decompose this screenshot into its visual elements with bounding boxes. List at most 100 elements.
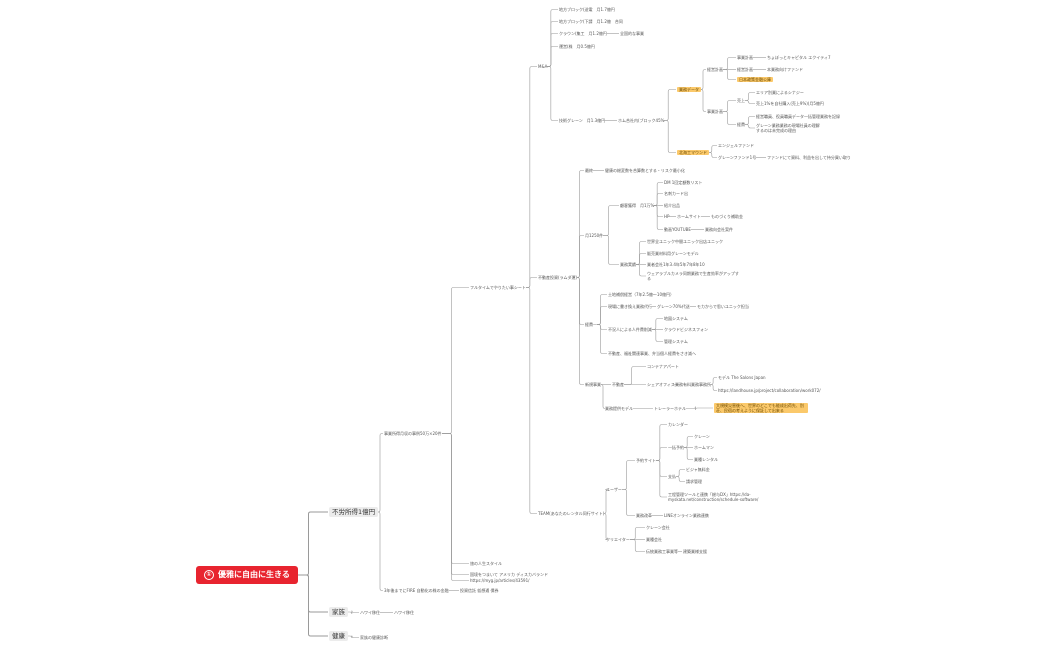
map-node[interactable]: 管理システム <box>664 338 688 344</box>
map-node[interactable]: 経費 <box>737 121 745 127</box>
map-node[interactable]: 業務データ <box>677 86 701 92</box>
map-node[interactable]: 伝統業務工事業等 <box>646 548 678 554</box>
connector-line <box>377 511 383 591</box>
map-node[interactable]: 業務向会社案件 <box>705 226 733 232</box>
map-node[interactable]: クレーン会社 <box>646 524 670 530</box>
map-node[interactable]: 家族の健康診断 <box>360 634 388 640</box>
map-node[interactable]: 地方ブロック(下請 月1.2億 合同 <box>559 18 623 24</box>
map-node[interactable]: 動画YOUTUBE <box>664 226 691 232</box>
map-node[interactable]: https://landhouse.jp/project/collaborati… <box>718 387 821 393</box>
map-node[interactable]: 請求管理 <box>686 478 702 484</box>
map-node[interactable]: 不況人による人件費削減 <box>608 326 652 332</box>
map-node[interactable]: 建築業様支援 <box>683 548 707 554</box>
map-node[interactable]: 運営(株 月0.5億円 <box>559 43 595 49</box>
map-node[interactable]: 国境をつまいて アメリカ ディスカバランド <box>470 571 548 577</box>
map-node[interactable]: DM 1回定額数リスト <box>664 179 703 185</box>
map-node[interactable]: ちょぼっとキャピタル エクイティ7 <box>767 54 831 60</box>
map-node[interactable]: ウェアラブルカメラ同期業務で生産効率がアップする <box>647 271 739 281</box>
map-node[interactable]: 販売業材料用グレーンモデル <box>647 250 699 256</box>
map-node[interactable]: HP <box>664 213 670 219</box>
map-node[interactable]: 紹介出品 <box>664 202 680 208</box>
connector-line <box>442 433 469 581</box>
map-node[interactable]: 技術グレーン 月1.3億円 <box>559 117 606 123</box>
map-node[interactable]: モカからで思いユニック担当 <box>697 303 749 309</box>
map-node[interactable]: 業務提供モデル <box>605 405 633 411</box>
map-node[interactable]: シェアオフィス <box>647 381 675 387</box>
map-node[interactable]: 一括予約 <box>668 444 684 450</box>
map-node[interactable]: M&A <box>538 63 548 69</box>
map-node[interactable]: 新規事業 <box>585 381 601 387</box>
map-node[interactable]: 事業計画 <box>737 54 753 60</box>
map-node[interactable]: トレーラーホテル <box>654 405 686 411</box>
map-node[interactable]: 業務実績 <box>620 261 636 267</box>
map-node[interactable]: 業種会社 <box>646 536 662 542</box>
map-node[interactable]: 予約サイト <box>636 457 656 463</box>
map-node[interactable]: TEAM(あなたのレンタル同行サイト) <box>538 510 605 516</box>
map-node[interactable]: 名刺カード出 <box>664 190 688 196</box>
map-node[interactable]: 本業務向けファンド <box>767 66 803 72</box>
map-node[interactable]: LINEオンライン業務連携 <box>664 512 709 518</box>
branch-node[interactable]: 家族 <box>329 607 348 617</box>
map-node[interactable]: 日本政策金融公庫 <box>737 76 773 82</box>
map-node[interactable]: ホームサイト <box>677 213 701 219</box>
map-node[interactable]: 健康の総変数を合算数とする・リスク最小化 <box>605 167 685 173</box>
map-node[interactable]: 土地補償経営（7年2.5億～10億円） <box>608 291 674 297</box>
map-node[interactable]: グレーン70%代送 <box>657 303 690 309</box>
map-node[interactable]: 不動産、福祉関連事業、弁当個人経費をさき減へ <box>608 350 696 356</box>
map-node[interactable]: 経営計画 <box>707 66 723 72</box>
map-node[interactable]: 大規模災害後へ、世界のどこでも能成出荷先、別荘、民宿の考えように保証して出来る <box>714 403 808 413</box>
map-node[interactable]: 月1250件 <box>585 232 604 238</box>
map-node[interactable]: グレーンファンド1号 <box>718 154 757 160</box>
map-node[interactable]: ファンドにて資料、利益を出して持分買い取り <box>767 154 851 160</box>
map-node[interactable]: ホームマン <box>694 444 714 450</box>
map-node[interactable]: 投資信託 仮想通 債券 <box>460 587 499 593</box>
map-node[interactable]: クラウン(集工 月1.2億円 <box>559 30 607 36</box>
map-node[interactable]: 経費一 <box>585 321 597 327</box>
map-node[interactable]: 経営職員、役員職員データ一括管理業務を記録 <box>756 113 840 119</box>
map-node[interactable]: フルタイムでやりたい事シート <box>470 284 526 290</box>
map-node[interactable]: 業務改革 <box>636 512 652 518</box>
map-node[interactable]: クレーン <box>694 433 710 439</box>
map-node[interactable]: ユーザー <box>606 486 622 492</box>
map-node[interactable]: クリエイター <box>606 536 630 542</box>
map-node[interactable]: 現場に書き換え業務代行 <box>608 303 652 309</box>
map-node[interactable]: 工程管理ツールと連携「総与DX」https://da-myskata.net/c… <box>668 492 759 502</box>
map-node[interactable]: 3年後までにFIRE 自動化の株の金融 <box>384 587 449 593</box>
map-node[interactable]: グレーン業務業務の現場社員の理解するのは未完成の理由 <box>756 123 820 133</box>
map-node[interactable]: 世界全ユニック中間ユニック出店ユニック <box>647 238 723 244</box>
map-node[interactable]: 北海工マウンド <box>677 149 709 155</box>
map-node[interactable]: クラウドビジネスフォン <box>664 326 708 332</box>
map-node[interactable]: 業種レンタル <box>694 456 718 462</box>
map-node[interactable]: 最終 <box>585 167 593 173</box>
map-node[interactable]: 業者会社1年3.4年5年7年8年10 <box>647 261 705 267</box>
map-node[interactable]: ハワイ移住 <box>394 609 414 615</box>
map-node[interactable]: 事業所得月収の事例50万×20件 <box>384 430 442 436</box>
map-node[interactable]: 顧客獲得 月1万% <box>620 202 655 208</box>
map-node[interactable]: ハワイ移住 <box>360 609 380 615</box>
branch-node[interactable]: 健康 <box>329 631 348 641</box>
map-node[interactable]: 支払 <box>668 473 676 479</box>
branch-node[interactable]: 不労所得1億円 <box>329 507 379 517</box>
map-node[interactable]: カレンダー <box>668 421 688 427</box>
map-node[interactable]: エンジェルファンド <box>718 142 754 148</box>
map-node[interactable]: 地方ブロック(送電 月1.7億円 <box>559 6 615 12</box>
map-node[interactable]: コンテナアパート <box>647 363 679 369</box>
connector-line <box>603 489 609 514</box>
map-node[interactable]: ビジャ無料金 <box>686 466 710 472</box>
map-node[interactable]: 業務有料業務事務所 <box>675 381 711 387</box>
map-node[interactable]: ホム合社内(ブロック45% <box>618 117 665 123</box>
map-node[interactable]: 経営計画 <box>737 66 753 72</box>
map-node[interactable]: https://myg.jp/articles/43591/ <box>470 577 530 583</box>
map-node[interactable]: 旅の人生スタイル <box>470 560 502 566</box>
map-node[interactable]: エリア別業によるシナジー <box>756 89 804 95</box>
map-node[interactable]: 事業計画 <box>707 108 723 114</box>
map-node[interactable]: 売上1%を自社購入(売上9%)(月5億円 <box>756 100 824 106</box>
map-node[interactable]: 不動産 <box>612 381 624 387</box>
map-node[interactable]: 地図システム <box>664 315 688 321</box>
map-node[interactable]: 全国的な事業 <box>620 30 644 36</box>
map-node[interactable]: ものづくり補助金 <box>711 213 743 219</box>
map-node[interactable]: 売上 <box>737 97 745 103</box>
map-node[interactable]: 不動産投資(ラムダ運) <box>538 274 578 280</box>
map-node[interactable]: モデル The Salons Japan <box>718 374 766 380</box>
